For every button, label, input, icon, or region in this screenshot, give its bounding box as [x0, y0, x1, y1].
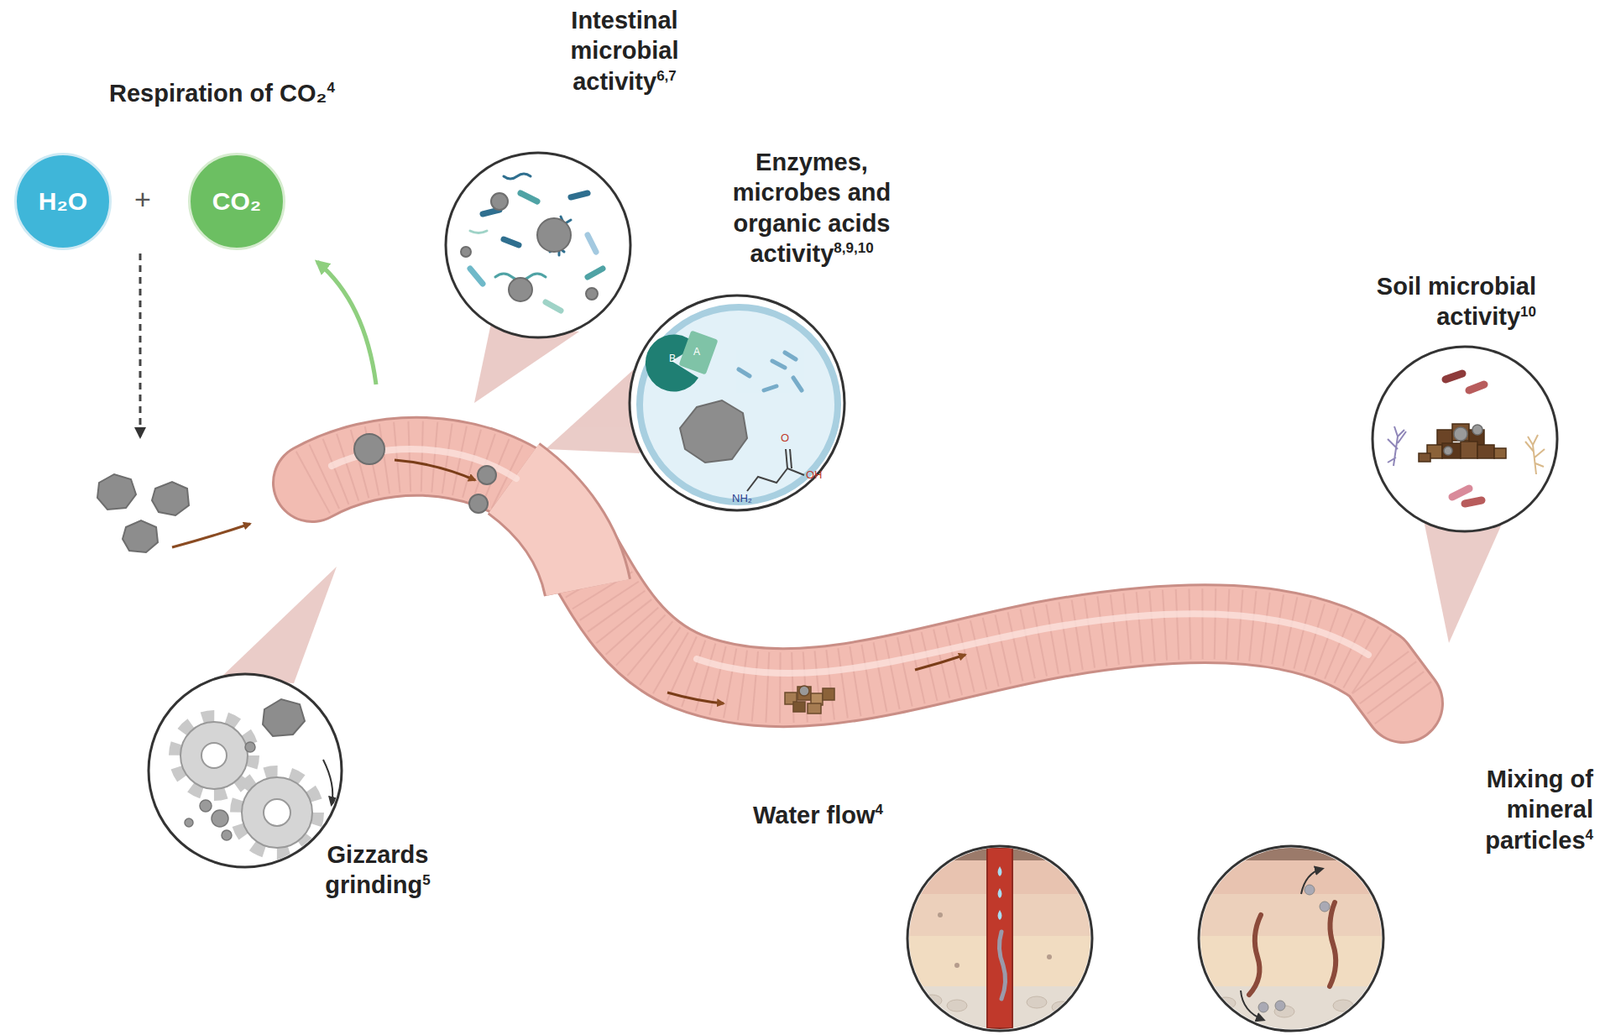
intestinal-callout: Intestinal microbial activity6,7	[445, 152, 631, 338]
dashed-arrow	[139, 253, 142, 437]
soil-microbes	[1387, 373, 1545, 504]
callout-circle	[629, 295, 845, 511]
water-flow-callout: Water flow4	[907, 846, 1093, 1031]
co2-arrow	[317, 261, 377, 385]
soil-profile	[1196, 843, 1386, 1035]
callout-heading: Enzymes, microbes and organic acids acti…	[701, 146, 922, 269]
callout-circle	[907, 846, 1093, 1031]
bacteria	[460, 173, 603, 311]
callout-circle	[1198, 846, 1384, 1031]
reference-number: 5	[422, 872, 430, 889]
gears	[175, 699, 333, 853]
callout-heading: Intestinal microbial activity6,7	[544, 5, 705, 97]
reference-number: 4	[326, 79, 335, 96]
callout-heading: Soil microbial activity10	[1309, 271, 1537, 333]
atom-label: O	[780, 431, 790, 445]
node-label: CO₂	[212, 187, 262, 216]
callout-heading: Mixing of mineral particles4	[1437, 763, 1594, 856]
callout-circle	[148, 674, 342, 868]
callout-heading: Gizzards grinding5	[306, 839, 450, 901]
callout-title: Soil microbial activity	[1376, 272, 1537, 330]
particles	[97, 474, 189, 553]
soil-profile	[906, 843, 1096, 1035]
plus-sign: +	[134, 183, 152, 216]
reference-number: 6,7	[656, 67, 677, 84]
callout-title: Gizzards grinding	[324, 841, 429, 899]
atom-label: NH₂	[732, 491, 753, 505]
reference-number: 8,9,10	[833, 240, 874, 257]
mixing-callout: Mixing of mineral particles4	[1198, 846, 1384, 1031]
reference-number: 4	[875, 801, 884, 818]
callout-circle	[1372, 346, 1558, 532]
callout-circle	[445, 152, 631, 338]
ingest-arrow	[172, 523, 251, 548]
soil-callout: Soil microbial activity10	[1372, 346, 1558, 532]
callout-pointer	[219, 323, 1503, 684]
water-circle: H₂O	[14, 152, 112, 251]
reference-number: 10	[1520, 303, 1537, 320]
earthworm	[312, 449, 1404, 704]
callout-title: Mixing of mineral particles	[1484, 765, 1594, 854]
worm-particles	[354, 433, 497, 513]
co2-circle: CO₂	[188, 152, 286, 251]
node-label: H₂O	[38, 187, 88, 216]
gizzard-callout: Gizzards grinding5	[148, 674, 342, 868]
cast	[784, 685, 835, 714]
section-title: Respiration of CO₂4	[109, 79, 335, 108]
enzyme-letter: A	[693, 345, 701, 358]
reference-number: 4	[1585, 826, 1594, 843]
enzyme-letter: B	[669, 352, 676, 365]
atom-label: OH	[805, 468, 823, 482]
cell	[639, 307, 838, 502]
callout-heading: Water flow4	[752, 800, 921, 831]
callout-title: Water flow	[752, 801, 876, 829]
